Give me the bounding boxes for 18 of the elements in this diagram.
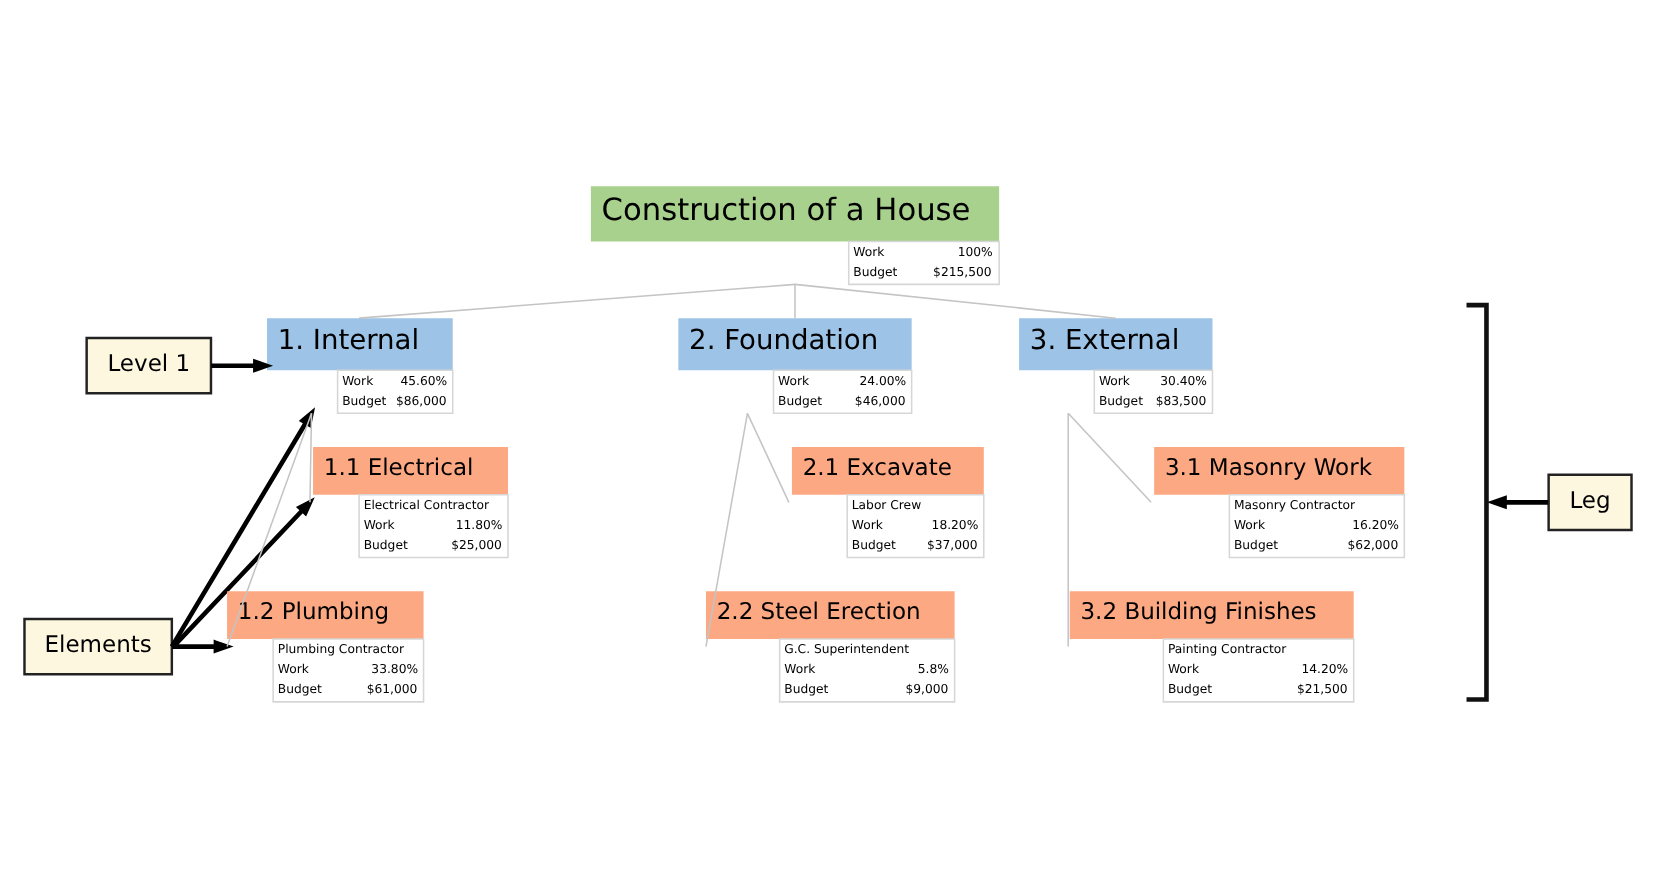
connector: [705, 412, 749, 648]
arrow: [172, 639, 234, 654]
connector: [226, 412, 313, 648]
connector: [746, 412, 790, 504]
connector: [1067, 412, 1069, 648]
connector: [794, 283, 796, 319]
node-box: Level 1: [85, 336, 213, 395]
arrow: [171, 497, 315, 649]
node-box: Leg: [1547, 473, 1633, 532]
arrow: [169, 407, 316, 648]
node-bracket: [1466, 302, 1489, 702]
arrow: [211, 358, 274, 373]
connector: [358, 283, 796, 319]
connector: [794, 283, 1117, 319]
arrow: [1486, 495, 1548, 510]
connector: [1067, 412, 1152, 504]
connector: [309, 412, 313, 504]
node-box: Elements: [23, 617, 174, 676]
